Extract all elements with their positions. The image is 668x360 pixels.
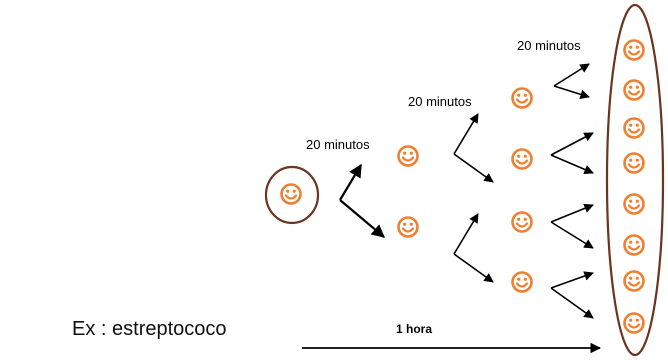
example-caption: Ex : estreptococo xyxy=(72,318,227,340)
bacterium-gen3-icon xyxy=(623,193,645,215)
split-arrow-down xyxy=(550,221,594,249)
split-arrow-up xyxy=(550,132,594,156)
bacterium-gen2-icon xyxy=(511,211,533,233)
split-arrow-down xyxy=(453,253,494,283)
split-arrow-down xyxy=(453,153,494,183)
final-population-ellipse xyxy=(605,3,665,357)
split-arrow-down xyxy=(553,85,590,99)
bacterium-gen3-icon xyxy=(623,79,645,101)
bacterium-gen3-icon xyxy=(623,39,645,61)
split-arrow-up xyxy=(339,163,362,201)
bacterium-gen3-icon xyxy=(623,117,645,139)
split-arrow-up xyxy=(550,271,594,289)
generation-time-label-1: 20 minutos xyxy=(306,137,370,152)
bacterium-gen2-icon xyxy=(511,87,533,109)
generation-time-label-3: 20 minutos xyxy=(517,38,581,53)
split-arrow-up xyxy=(550,203,594,223)
bacterium-gen3-icon xyxy=(623,270,645,292)
start-cell-ellipse xyxy=(264,165,320,225)
bacterium-gen3-icon xyxy=(623,152,645,174)
bacterium-gen3-icon xyxy=(623,312,645,334)
total-time-label: 1 hora xyxy=(396,322,433,336)
bacterium-gen0-icon xyxy=(280,183,302,205)
split-arrow-up xyxy=(453,213,479,255)
split-arrow-up xyxy=(453,113,479,155)
bacterium-gen2-icon xyxy=(511,271,533,293)
bacterium-gen3-icon xyxy=(623,234,645,256)
split-arrow-down xyxy=(550,154,594,175)
bacterium-gen1-icon xyxy=(397,145,419,167)
generation-time-label-2: 20 minutos xyxy=(408,94,472,109)
split-arrow-down xyxy=(339,199,386,238)
split-arrow-up xyxy=(553,63,590,87)
split-arrow-down xyxy=(550,287,594,319)
bacterium-gen2-icon xyxy=(511,148,533,170)
bacterium-gen1-icon xyxy=(397,216,419,238)
